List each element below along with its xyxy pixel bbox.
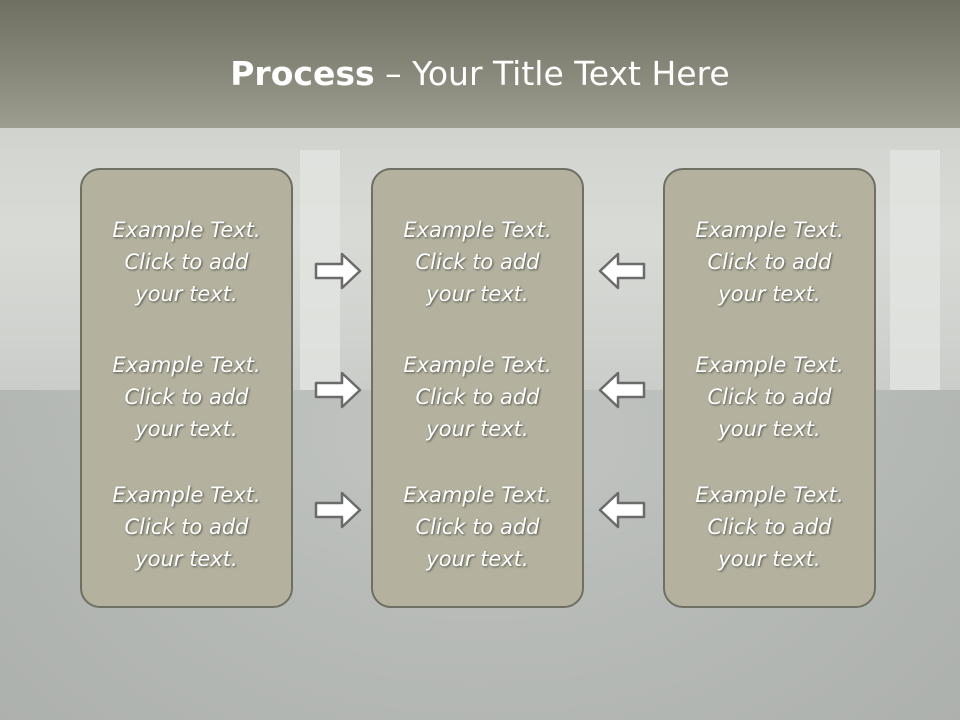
text-line: Example Text. (695, 353, 844, 377)
text-line: Click to add (415, 250, 540, 274)
text-line: Example Text. (403, 483, 552, 507)
background-ceiling (0, 0, 960, 128)
text-block[interactable]: Example Text. Click to add your text. (373, 479, 582, 575)
text-block[interactable]: Example Text. Click to add your text. (665, 214, 874, 310)
right-panel: Example Text. Click to add your text. Ex… (663, 168, 876, 608)
text-line: Click to add (707, 250, 832, 274)
background-pillar (890, 150, 940, 390)
text-line: your text. (135, 417, 238, 441)
left-arrow-icon (598, 491, 646, 529)
slide-title: Process – Your Title Text Here (0, 52, 960, 96)
text-line: Example Text. (403, 218, 552, 242)
text-line: Click to add (415, 515, 540, 539)
text-line: Click to add (124, 250, 249, 274)
text-line: Example Text. (112, 218, 261, 242)
text-line: Example Text. (403, 353, 552, 377)
right-arrow-icon (314, 252, 362, 290)
text-line: your text. (426, 282, 529, 306)
text-line: Example Text. (112, 483, 261, 507)
text-line: Click to add (124, 385, 249, 409)
text-line: Example Text. (695, 483, 844, 507)
right-arrow-icon (314, 371, 362, 409)
text-block[interactable]: Example Text. Click to add your text. (373, 349, 582, 445)
text-line: your text. (135, 547, 238, 571)
left-panel: Example Text. Click to add your text. Ex… (80, 168, 293, 608)
text-line: your text. (718, 282, 821, 306)
text-block[interactable]: Example Text. Click to add your text. (82, 479, 291, 575)
right-arrow-icon (314, 491, 362, 529)
text-line: Example Text. (112, 353, 261, 377)
middle-panel: Example Text. Click to add your text. Ex… (371, 168, 584, 608)
text-block[interactable]: Example Text. Click to add your text. (665, 349, 874, 445)
text-line: Example Text. (695, 218, 844, 242)
text-line: Click to add (707, 385, 832, 409)
text-line: Click to add (124, 515, 249, 539)
text-line: your text. (426, 547, 529, 571)
left-arrow-icon (598, 252, 646, 290)
text-line: your text. (718, 547, 821, 571)
text-line: Click to add (415, 385, 540, 409)
title-rest: – Your Title Text Here (374, 54, 730, 93)
text-block[interactable]: Example Text. Click to add your text. (82, 214, 291, 310)
left-arrow-icon (598, 371, 646, 409)
text-block[interactable]: Example Text. Click to add your text. (665, 479, 874, 575)
text-block[interactable]: Example Text. Click to add your text. (373, 214, 582, 310)
text-line: your text. (135, 282, 238, 306)
text-block[interactable]: Example Text. Click to add your text. (82, 349, 291, 445)
title-bold-word: Process (230, 54, 375, 93)
text-line: Click to add (707, 515, 832, 539)
text-line: your text. (426, 417, 529, 441)
text-line: your text. (718, 417, 821, 441)
